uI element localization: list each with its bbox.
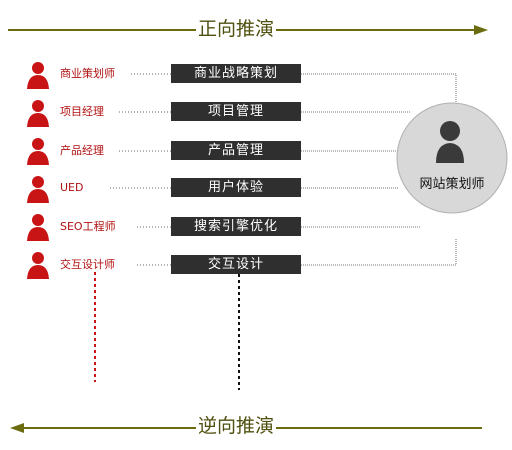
reverse-arrowhead-icon	[10, 423, 24, 433]
person-icon	[27, 100, 49, 127]
forward-arrowhead-icon	[474, 25, 488, 35]
hub-person-icon	[436, 121, 464, 163]
role-label: UED	[60, 181, 84, 194]
task-box: 搜索引擎优化	[171, 217, 301, 236]
task-box: 交互设计	[171, 255, 301, 274]
hub-label: 网站策划师	[419, 177, 485, 192]
person-icon	[27, 252, 49, 279]
role-label: 项目经理	[60, 105, 104, 118]
reverse-title: 逆向推演	[196, 415, 277, 437]
person-icon	[27, 138, 49, 165]
role-label: 交互设计师	[60, 258, 115, 271]
task-box: 用户体验	[171, 178, 301, 197]
hub-connector-bottom	[301, 238, 457, 266]
role-label: SEO工程师	[60, 220, 116, 233]
person-icon	[27, 214, 49, 241]
role-label: 产品经理	[60, 144, 104, 157]
role-label: 商业策划师	[60, 67, 115, 80]
person-icon	[27, 62, 49, 89]
forward-title: 正向推演	[196, 18, 277, 40]
person-icon	[27, 176, 49, 203]
task-box: 商业战略策划	[171, 64, 301, 83]
task-box: 项目管理	[171, 102, 301, 121]
task-box: 产品管理	[171, 141, 301, 160]
